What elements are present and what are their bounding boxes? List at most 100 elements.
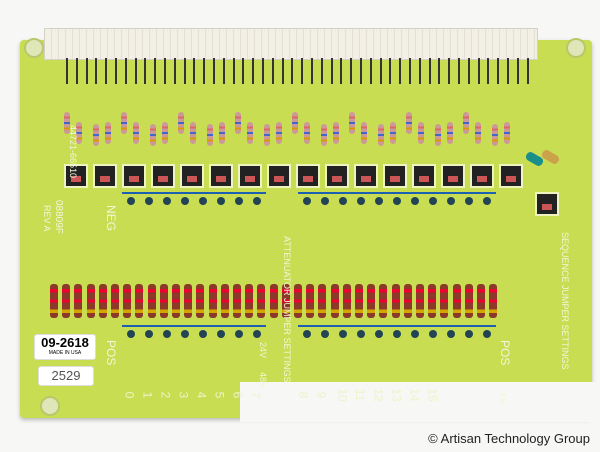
connector-pin	[360, 58, 362, 84]
resistor	[220, 284, 229, 318]
resistor	[257, 284, 266, 318]
connector-pin	[467, 58, 470, 84]
connector-pin	[115, 58, 117, 84]
connector-pin	[75, 58, 78, 84]
channel-number: 0	[122, 391, 137, 399]
terminal-block	[334, 192, 352, 205]
connector-pin	[497, 58, 500, 84]
resistor	[446, 122, 453, 144]
resistor	[440, 284, 449, 318]
voltage-24-label: 24V	[258, 342, 268, 359]
resistor	[330, 284, 339, 318]
terminal-block	[478, 325, 496, 338]
jumper-block	[499, 164, 523, 188]
jumper-block	[325, 164, 349, 188]
channel-number: 8	[296, 391, 311, 399]
resistor	[349, 112, 355, 134]
connector-pin	[95, 58, 98, 84]
connector-pin	[516, 58, 519, 84]
resistor	[477, 284, 485, 318]
resistor	[206, 124, 213, 146]
terminal-block	[406, 192, 424, 205]
connector-pin	[428, 58, 431, 84]
resistor	[489, 284, 498, 318]
connector-pin	[418, 58, 421, 84]
resistor	[190, 122, 196, 144]
connector-pin	[477, 58, 480, 84]
connector-pin	[252, 58, 255, 84]
channel-number: 2	[158, 391, 173, 399]
resistor	[416, 284, 424, 318]
resistor	[161, 122, 168, 144]
terminal-block	[352, 192, 370, 205]
resistor	[245, 284, 254, 318]
channel-number: 13	[389, 388, 404, 402]
resistor	[275, 122, 282, 144]
made-in-text: MADE IN USA	[48, 350, 82, 356]
terminal-block	[158, 192, 176, 205]
resistor	[62, 284, 71, 318]
board-cutout	[240, 382, 600, 422]
connector-pin	[222, 58, 225, 84]
mounting-hole	[24, 38, 44, 58]
connector-pin	[183, 58, 186, 84]
resistor	[172, 284, 180, 318]
resistor	[135, 284, 144, 318]
resistor	[391, 284, 400, 318]
resistor	[332, 122, 339, 144]
connector-pin	[438, 58, 441, 84]
revision-text: REV A	[42, 205, 52, 232]
connector-pin	[262, 58, 264, 84]
terminal-block	[460, 192, 478, 205]
terminal-block	[176, 325, 194, 338]
terminal-block	[194, 192, 212, 205]
channel-number: 15	[425, 388, 440, 402]
connector-pin	[311, 58, 313, 84]
resistor	[379, 284, 388, 318]
jumper-block	[441, 164, 465, 188]
channel-number: 9	[314, 391, 329, 399]
channel-number: 10	[335, 388, 350, 402]
resistor	[263, 124, 270, 146]
resistor	[64, 112, 70, 134]
pos-label-right: POS	[498, 340, 512, 366]
connector-pin	[369, 58, 372, 84]
resistor	[403, 284, 412, 318]
attenuator-title: ATTENUATOR JUMPER SETTINGS	[282, 236, 292, 383]
connector-pin	[232, 58, 235, 84]
connector-pin	[320, 58, 323, 84]
resistor	[306, 284, 315, 318]
resistor	[133, 122, 139, 144]
resistor	[86, 284, 95, 318]
pos-label-left: POS	[104, 340, 118, 366]
connector-pin	[242, 58, 245, 84]
resistor	[452, 284, 461, 318]
terminal-block	[388, 325, 406, 338]
connector-pin	[144, 58, 147, 84]
terminal-block	[388, 192, 406, 205]
terminal-block	[316, 192, 334, 205]
resistor	[434, 124, 441, 146]
resistor	[123, 284, 132, 318]
mounting-hole	[566, 38, 586, 58]
resistor	[463, 112, 469, 134]
edge-connector	[44, 28, 538, 60]
terminal-block	[370, 192, 388, 205]
resistor	[418, 122, 424, 144]
resistor	[377, 124, 384, 146]
channel-number: 12	[371, 388, 386, 402]
channel-number: 11	[353, 388, 368, 402]
resistor	[149, 124, 156, 146]
connector-pin	[134, 58, 137, 84]
jumper-block	[238, 164, 262, 188]
terminal-block	[140, 192, 158, 205]
terminal-block	[140, 325, 158, 338]
resistor	[294, 284, 302, 318]
channel-number: 5	[212, 391, 227, 399]
jumper-block	[93, 164, 117, 188]
connector-pin	[350, 58, 353, 84]
terminal-block	[122, 325, 140, 338]
jumper-block	[412, 164, 436, 188]
resistor	[367, 284, 376, 318]
neg-label: NEG	[104, 205, 118, 232]
